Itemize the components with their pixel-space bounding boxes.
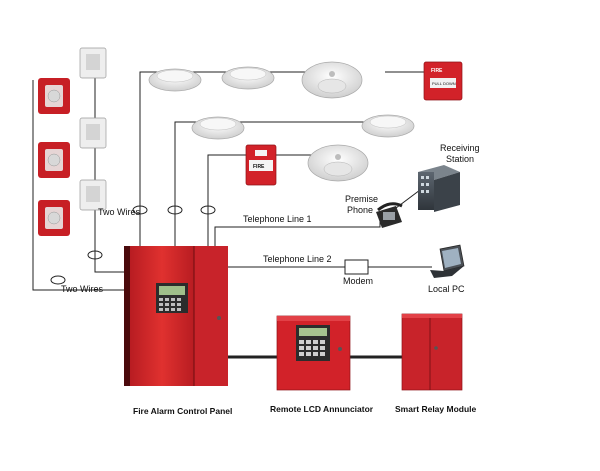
caption-relay-module: Smart Relay Module	[395, 404, 477, 414]
receiving-station-icon	[418, 165, 460, 212]
wire-telephone-line-1	[214, 220, 381, 248]
label-two-wires-bottom: Two Wires	[61, 284, 104, 294]
wire-ring-marker	[50, 275, 66, 285]
label-premise: Premise	[345, 194, 378, 204]
label-phone: Phone	[347, 205, 373, 215]
smoke-detector-icon	[221, 66, 275, 90]
wire-horn-loop	[94, 78, 130, 273]
horn-strobe-column	[79, 47, 107, 211]
pull-station-fire-text: FIRE	[431, 68, 443, 74]
label-telephone-line-1: Telephone Line 1	[243, 214, 312, 224]
strobe-light-icon	[38, 200, 70, 236]
modem-box-icon	[344, 259, 369, 275]
panel-lock-icon	[217, 316, 221, 320]
fire-sign-pull-station: FIRE	[245, 144, 277, 186]
label-station: Station	[446, 154, 474, 164]
wire-detector-loop-3	[207, 154, 246, 248]
wire-left-strobe-loop	[32, 80, 130, 291]
wire-ring-marker	[87, 250, 103, 260]
label-local-pc: Local PC	[428, 284, 465, 294]
horn-strobe-icon	[79, 117, 107, 149]
wire-detector-loop-1	[139, 71, 160, 248]
strobe-light-icon	[38, 78, 70, 114]
detectors	[148, 61, 415, 182]
strobe-light-icon	[38, 142, 70, 178]
wire-ring-marker	[167, 205, 183, 215]
heat-detector-icon	[301, 61, 363, 99]
remote-lcd-annunciator	[276, 315, 351, 391]
caption-annunciator: Remote LCD Annunciator	[270, 404, 374, 414]
horn-strobe-icon	[79, 47, 107, 79]
horn-strobe-icon	[79, 179, 107, 211]
strobe-column-left	[38, 78, 70, 236]
label-telephone-line-2: Telephone Line 2	[263, 254, 332, 264]
heat-detector-icon	[307, 144, 369, 182]
label-receiving: Receiving	[440, 143, 480, 153]
relay-lock-icon	[434, 346, 438, 350]
pull-station-pull-text: PULL DOWN	[432, 81, 456, 86]
telephone-icon	[376, 202, 403, 228]
wire-ring-marker	[132, 205, 148, 215]
smoke-detector-icon	[191, 116, 245, 140]
pull-station-top: FIRE PULL DOWN	[423, 61, 463, 101]
caption-control-panel: Fire Alarm Control Panel	[133, 406, 232, 416]
wire-ring-marker	[200, 205, 216, 215]
label-two-wires-top: Two Wires	[98, 207, 141, 217]
wire-detector-loop-2	[174, 121, 200, 248]
label-modem: Modem	[343, 276, 373, 286]
fire-alarm-control-panel	[124, 246, 228, 386]
laptop-icon	[430, 244, 465, 278]
annunciator-lock-icon	[338, 347, 342, 351]
smart-relay-module	[401, 313, 463, 391]
smoke-detector-icon	[148, 68, 202, 92]
fire-sign-text: FIRE	[253, 164, 265, 170]
smoke-detector-icon	[361, 114, 415, 138]
